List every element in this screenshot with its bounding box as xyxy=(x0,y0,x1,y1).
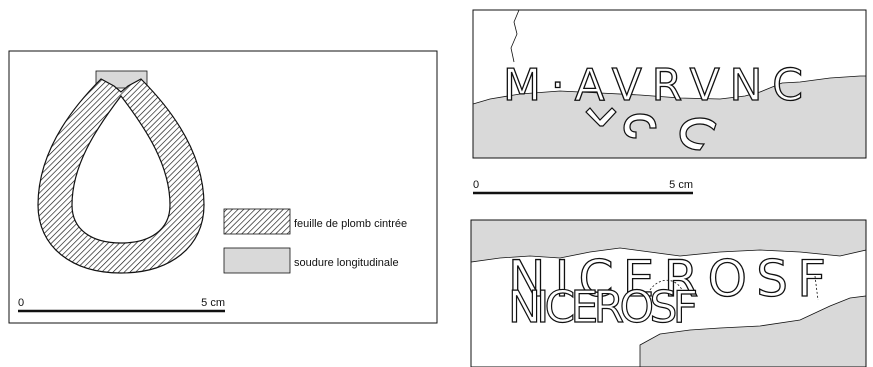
scale-right-start: 0 xyxy=(473,179,479,191)
inscription-top-frame xyxy=(472,9,867,159)
legend-swatch-solid xyxy=(223,247,291,274)
inscription-scale: 0 5 cm xyxy=(473,179,693,195)
inscription-panel-top: M·AVRVNC xyxy=(472,9,867,159)
legend-label-lead-sheet: feuille de plomb cintrée xyxy=(294,218,407,230)
inscription-panel-bottom: NICEROSF NICEROSF xyxy=(470,219,867,367)
inscription-bottom-grey-bottom xyxy=(639,295,867,367)
legend-label-weld: soudure longitudinale xyxy=(294,257,399,269)
inscription-top-text: M·AVRVNC xyxy=(503,60,803,111)
lead-sheet-ring xyxy=(37,78,205,274)
scale-left-start: 0 xyxy=(18,297,24,309)
inscription-top-partial-letters xyxy=(585,107,717,151)
inscription-bottom-text: NICEROSF xyxy=(508,250,826,308)
scale-right-end: 5 cm xyxy=(669,179,693,191)
inscription-bottom-text-ghost: NICEROSF xyxy=(508,282,698,333)
inscription-top-crack xyxy=(510,9,520,63)
legend-swatch-hatched xyxy=(223,208,291,235)
inscription-bottom-grey-top xyxy=(470,219,867,263)
scale-left-end: 5 cm xyxy=(201,297,225,309)
inscription-bottom-dotted-stroke xyxy=(649,275,819,301)
section-frame xyxy=(8,50,438,324)
inscription-bottom-frame xyxy=(470,219,867,367)
section-panel: feuille de plomb cintrée soudure longitu… xyxy=(8,50,438,324)
